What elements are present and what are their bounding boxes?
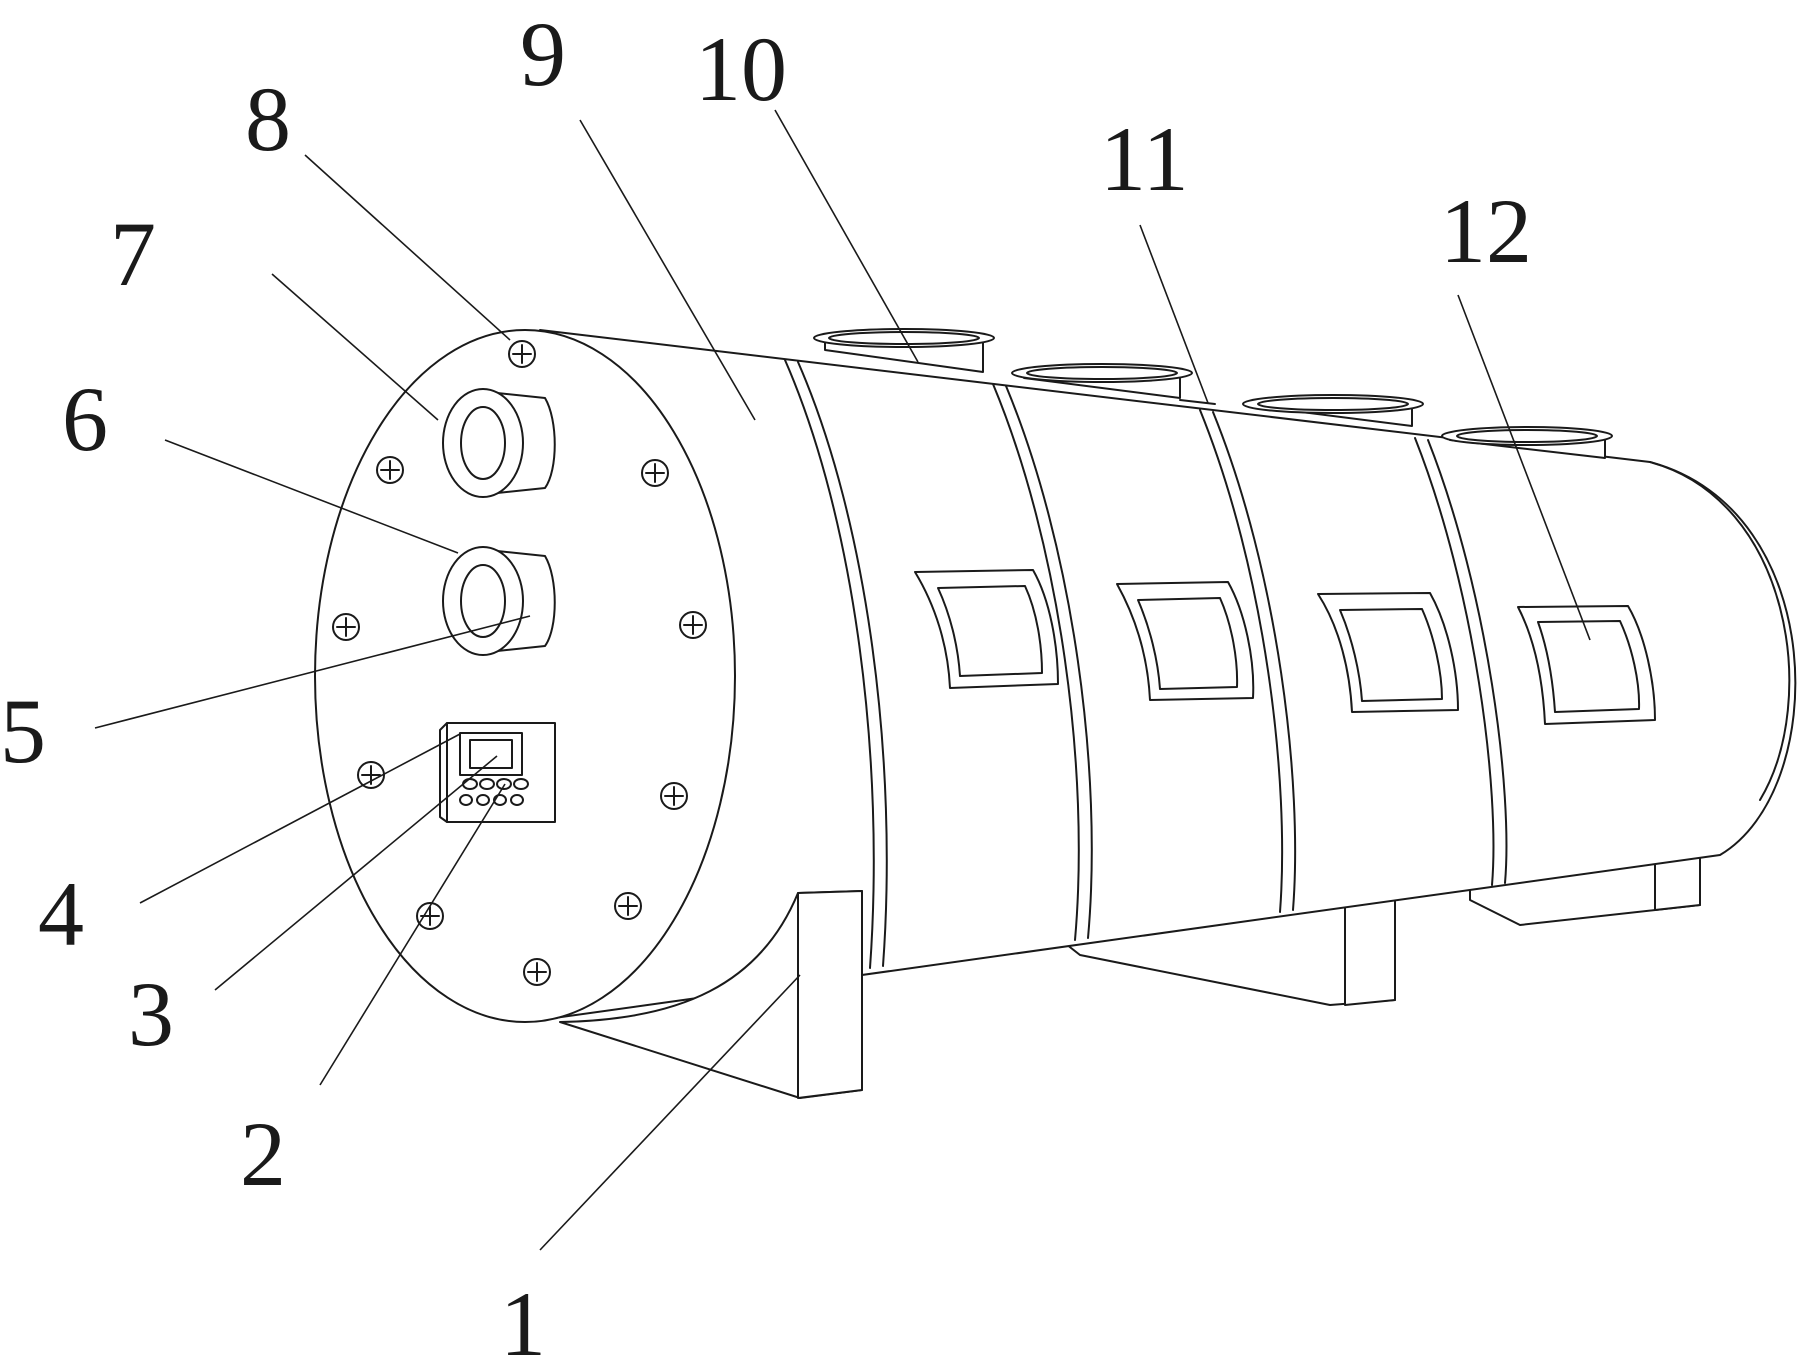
label-2: 2 <box>240 1103 286 1205</box>
top-nozzle-4 <box>1441 426 1613 459</box>
inspection-window-3 <box>1317 592 1459 713</box>
bolt-icon <box>357 761 385 789</box>
top-nozzle-2 <box>1011 363 1193 399</box>
label-6: 6 <box>62 368 108 470</box>
bolt-icon <box>679 611 707 639</box>
bolt-icon <box>614 892 642 920</box>
inspection-window-1 <box>914 569 1059 689</box>
band-seams <box>784 359 1508 969</box>
label-5: 5 <box>0 680 46 782</box>
bolt-icon <box>523 958 551 986</box>
inspection-window-4 <box>1517 605 1656 725</box>
leader-lines <box>94 109 1591 1251</box>
bolt-icon <box>508 340 536 368</box>
bolt-icon <box>332 613 360 641</box>
bolt-icon <box>641 459 669 487</box>
label-10: 10 <box>695 18 787 120</box>
control-box <box>439 722 556 823</box>
label-8: 8 <box>245 68 291 170</box>
top-nozzle-3 <box>1242 394 1424 427</box>
front-end-plate <box>314 329 736 1023</box>
label-9: 9 <box>520 3 566 105</box>
lower-pipe-port <box>442 546 556 656</box>
label-12: 12 <box>1440 180 1532 282</box>
end-plate-bolts <box>332 340 707 986</box>
bolt-icon <box>376 456 404 484</box>
reference-numerals: 1 2 3 4 5 6 7 8 9 10 11 12 <box>0 3 1532 1360</box>
bolt-icon <box>660 782 688 810</box>
inspection-window-2 <box>1116 581 1255 701</box>
top-pipe-connector <box>1179 399 1216 405</box>
support-saddle-front <box>559 890 863 1099</box>
label-3: 3 <box>128 963 174 1065</box>
label-1: 1 <box>500 1273 546 1360</box>
upper-pipe-port <box>442 388 556 498</box>
label-4: 4 <box>38 863 84 965</box>
label-11: 11 <box>1100 108 1189 210</box>
label-7: 7 <box>110 203 156 305</box>
